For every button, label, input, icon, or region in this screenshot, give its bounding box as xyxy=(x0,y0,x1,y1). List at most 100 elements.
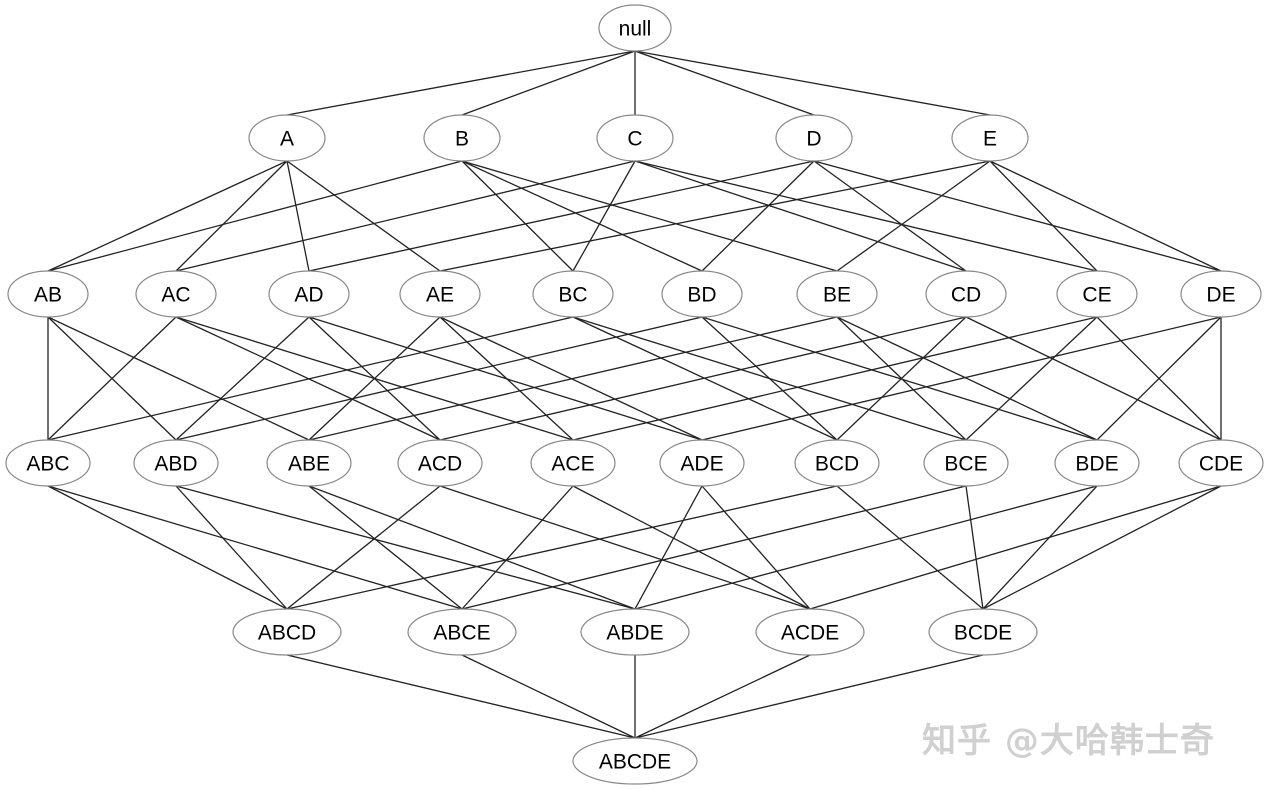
edge-BDE-ABDE xyxy=(634,485,1098,610)
node-ellipse-BCDE xyxy=(928,608,1038,656)
edge-ACD-ACDE xyxy=(439,485,811,610)
node-ellipse-DE xyxy=(1180,270,1262,318)
node-AD: AD xyxy=(268,270,350,318)
node-ellipse-null xyxy=(598,4,672,52)
node-label-ACE: ACE xyxy=(551,453,594,476)
node-ellipse-BCD xyxy=(794,439,880,487)
edge-BC-ABC xyxy=(47,316,574,441)
watermark-text: 知乎 @大哈韩士奇 xyxy=(922,721,1215,761)
node-BD: BD xyxy=(661,270,743,318)
node-ellipse-ACDE xyxy=(755,608,865,656)
node-D: D xyxy=(775,114,853,162)
edge-B-BE xyxy=(461,160,838,272)
edge-A-AC xyxy=(175,160,288,272)
node-label-AE: AE xyxy=(426,284,454,307)
node-label-ACDE: ACDE xyxy=(781,622,839,645)
edge-BCD-ABCD xyxy=(286,485,838,610)
node-ellipse-E xyxy=(951,114,1029,162)
edge-E-BE xyxy=(836,160,991,272)
edge-BDE-BCDE xyxy=(982,485,1098,610)
node-CE: CE xyxy=(1056,270,1138,318)
edge-CD-CDE xyxy=(965,316,1222,441)
node-ellipse-AE xyxy=(399,270,481,318)
edge-B-BD xyxy=(461,160,703,272)
node-ellipse-C xyxy=(596,114,674,162)
edge-AD-ADE xyxy=(308,316,703,441)
node-label-ABCDE: ABCDE xyxy=(599,751,671,774)
node-label-A: A xyxy=(280,128,294,151)
node-ellipse-ACD xyxy=(397,439,483,487)
node-ellipse-ABCE xyxy=(407,608,517,656)
node-ACDE: ACDE xyxy=(755,608,865,656)
node-CDE: CDE xyxy=(1178,439,1264,487)
node-ellipse-ABCD xyxy=(232,608,342,656)
edge-D-BD xyxy=(701,160,815,272)
node-ABCE: ABCE xyxy=(407,608,517,656)
edge-CE-ACE xyxy=(572,316,1098,441)
edge-CD-BCD xyxy=(836,316,967,441)
node-label-BC: BC xyxy=(558,284,587,307)
edge-DE-BDE xyxy=(1096,316,1222,441)
node-label-D: D xyxy=(806,128,821,151)
edge-C-CD xyxy=(634,160,967,272)
node-BCE: BCE xyxy=(923,439,1009,487)
node-ABCD: ABCD xyxy=(232,608,342,656)
node-label-CDE: CDE xyxy=(1199,453,1243,476)
edge-ABD-ABDE xyxy=(175,485,636,610)
edge-BCE-ABCE xyxy=(461,485,967,610)
edge-null-D xyxy=(634,50,815,116)
edge-ADE-ACDE xyxy=(701,485,811,610)
edge-D-AD xyxy=(308,160,815,272)
node-AE: AE xyxy=(399,270,481,318)
edge-ABCE-ABCDE xyxy=(461,654,636,739)
edge-BCE-BCDE xyxy=(965,485,984,610)
node-ellipse-BD xyxy=(661,270,743,318)
edge-AE-ACE xyxy=(439,316,574,441)
node-DE: DE xyxy=(1180,270,1262,318)
node-label-ABCE: ABCE xyxy=(433,622,490,645)
node-ACE: ACE xyxy=(530,439,616,487)
node-ellipse-D xyxy=(775,114,853,162)
edge-D-DE xyxy=(813,160,1222,272)
node-label-ABCD: ABCD xyxy=(258,622,316,645)
node-ellipse-ABD xyxy=(133,439,219,487)
node-label-AB: AB xyxy=(34,284,62,307)
node-BE: BE xyxy=(796,270,878,318)
node-label-BDE: BDE xyxy=(1075,453,1118,476)
node-ADE: ADE xyxy=(659,439,745,487)
node-label-ADE: ADE xyxy=(680,453,723,476)
edge-CE-BCE xyxy=(965,316,1098,441)
node-ABD: ABD xyxy=(133,439,219,487)
node-ACD: ACD xyxy=(397,439,483,487)
edges-layer xyxy=(47,50,1222,739)
edge-ABE-ABCE xyxy=(308,485,463,610)
node-ellipse-CDE xyxy=(1178,439,1264,487)
edge-BE-BDE xyxy=(836,316,1098,441)
edge-B-BC xyxy=(461,160,574,272)
node-label-B: B xyxy=(455,128,469,151)
node-ellipse-BC xyxy=(532,270,614,318)
edge-null-B xyxy=(461,50,636,116)
node-ellipse-B xyxy=(423,114,501,162)
edge-A-AB xyxy=(47,160,288,272)
edge-AB-ABE xyxy=(47,316,310,441)
edge-BD-ABD xyxy=(175,316,703,441)
node-label-AD: AD xyxy=(294,284,323,307)
edge-E-DE xyxy=(989,160,1222,272)
edge-C-BC xyxy=(572,160,636,272)
node-CD: CD xyxy=(925,270,1007,318)
node-BCD: BCD xyxy=(794,439,880,487)
edge-ABE-ABDE xyxy=(308,485,636,610)
edge-BCD-BCDE xyxy=(836,485,984,610)
node-AB: AB xyxy=(7,270,89,318)
node-ellipse-BCE xyxy=(923,439,1009,487)
edge-ACDE-ABCDE xyxy=(634,654,811,739)
edge-C-AC xyxy=(175,160,636,272)
node-label-ABD: ABD xyxy=(154,453,197,476)
node-label-BCE: BCE xyxy=(944,453,987,476)
edge-C-CE xyxy=(634,160,1098,272)
edge-ABCD-ABCDE xyxy=(286,654,636,739)
node-label-BE: BE xyxy=(823,284,851,307)
node-label-ABE: ABE xyxy=(288,453,330,476)
